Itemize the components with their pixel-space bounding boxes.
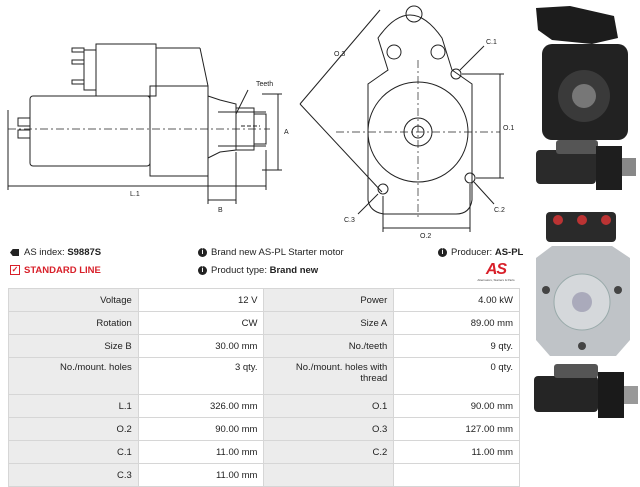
- spec-value: 0 qty.: [393, 357, 520, 395]
- spec-value: 11.00 mm: [137, 463, 265, 487]
- producer-value: AS-PL: [494, 247, 524, 258]
- spec-key: Size B: [8, 334, 139, 358]
- table-row: C.3 11.00 mm: [8, 463, 520, 487]
- table-row: Size B 30.00 mm No./teeth 9 qty.: [8, 334, 520, 358]
- checkbox-icon: ✓: [10, 265, 20, 276]
- spec-value: 9 qty.: [393, 334, 520, 358]
- product-photos: [534, 6, 638, 418]
- photo-side-large: [534, 364, 638, 418]
- as-index-value: S9887S: [67, 247, 102, 258]
- label-o2: O.2: [420, 233, 431, 240]
- photo-side-small: [536, 140, 636, 190]
- product-type-value: Brand new: [269, 265, 319, 276]
- logo-mark: AS: [485, 261, 507, 278]
- info-icon: i: [438, 247, 447, 257]
- spec-key: L.1: [8, 394, 139, 418]
- spec-key: C.1: [8, 440, 139, 464]
- as-pl-logo: AS Alternators, Starters & Parts: [476, 262, 516, 288]
- info-icon: i: [198, 247, 207, 257]
- standard-line: ✓STANDARD LINE: [10, 265, 101, 276]
- spec-value: [393, 463, 520, 487]
- label-a: A: [284, 129, 289, 136]
- spec-value: 127.00 mm: [393, 417, 520, 441]
- table-row: No./mount. holes 3 qty. No./mount. holes…: [8, 357, 520, 395]
- spec-key: No./teeth: [263, 334, 395, 358]
- spec-key: Size A: [263, 311, 395, 335]
- table-row: Rotation CW Size A 89.00 mm: [8, 311, 520, 335]
- spec-key: O.1: [263, 394, 395, 418]
- table-row: Voltage 12 V Power 4.00 kW: [8, 288, 520, 312]
- spec-key: C.2: [263, 440, 395, 464]
- spec-key: O.3: [263, 417, 395, 441]
- spec-value: 11.00 mm: [393, 440, 520, 464]
- table-row: L.1 326.00 mm O.1 90.00 mm: [8, 394, 520, 418]
- spec-value: 90.00 mm: [137, 417, 265, 441]
- photo-top-solenoid: [536, 6, 628, 140]
- table-row: O.2 90.00 mm O.3 127.00 mm: [8, 417, 520, 441]
- spec-value: 3 qty.: [137, 357, 265, 395]
- spec-value: 89.00 mm: [393, 311, 520, 335]
- technical-drawing: Teeth A B L.1 O.1 O.2 O.3 C.1 C.2 C.3: [7, 5, 514, 240]
- specs-table: Voltage 12 V Power 4.00 kW Rotation CW S…: [8, 288, 520, 487]
- label-l1: L.1: [130, 191, 140, 198]
- label-o1: O.1: [503, 125, 514, 132]
- label-teeth: Teeth: [256, 81, 273, 88]
- spec-value: 326.00 mm: [137, 394, 265, 418]
- spec-value: CW: [137, 311, 265, 335]
- spec-value: 12 V: [137, 288, 265, 312]
- label-c2: C.2: [494, 207, 505, 214]
- label-c1: C.1: [486, 39, 497, 46]
- as-index: AS index: S9887S: [10, 246, 101, 260]
- label-b: B: [218, 207, 223, 214]
- spec-key: C.3: [8, 463, 139, 487]
- info-icon: i: [198, 265, 207, 275]
- spec-value: 11.00 mm: [137, 440, 265, 464]
- front-view-drawing: [336, 5, 500, 220]
- photo-front-flange: [536, 212, 630, 356]
- table-row: C.1 11.00 mm C.2 11.00 mm: [8, 440, 520, 464]
- label-o3: O.3: [334, 51, 345, 58]
- label-c3: C.3: [344, 217, 355, 224]
- side-view-drawing: [8, 43, 270, 177]
- spec-key: Rotation: [8, 311, 139, 335]
- spec-key: No./mount. holes with thread: [263, 357, 395, 395]
- spec-key: [263, 463, 395, 487]
- spec-key: No./mount. holes: [8, 357, 139, 395]
- logo-tagline: Alternators, Starters & Parts: [477, 278, 515, 282]
- tag-icon: [10, 248, 19, 256]
- spec-key: O.2: [8, 417, 139, 441]
- spec-value: 4.00 kW: [393, 288, 520, 312]
- spec-value: 90.00 mm: [393, 394, 520, 418]
- spec-value: 30.00 mm: [137, 334, 265, 358]
- spec-key: Power: [263, 288, 395, 312]
- spec-key: Voltage: [8, 288, 139, 312]
